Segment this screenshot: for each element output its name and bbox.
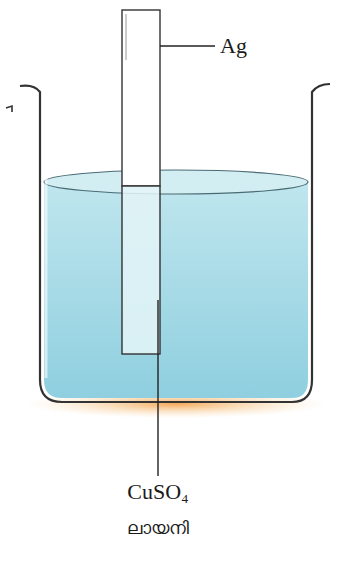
- copper-sulphate-solution: [44, 182, 308, 398]
- solution-surface: [44, 170, 308, 194]
- solution-formula: CuSO₄: [127, 480, 188, 504]
- leader-line: [160, 45, 215, 46]
- beaker-lip: [6, 106, 12, 112]
- strip-shine: [126, 14, 127, 60]
- silver-strip: [122, 10, 160, 186]
- glass-shine: [45, 96, 48, 378]
- silver-strip-submerged: [122, 186, 160, 354]
- element-label: Ag: [220, 34, 247, 58]
- beaker-wall: [20, 84, 330, 402]
- solution-label: ലായനി: [127, 518, 189, 538]
- leader-line: [157, 300, 158, 476]
